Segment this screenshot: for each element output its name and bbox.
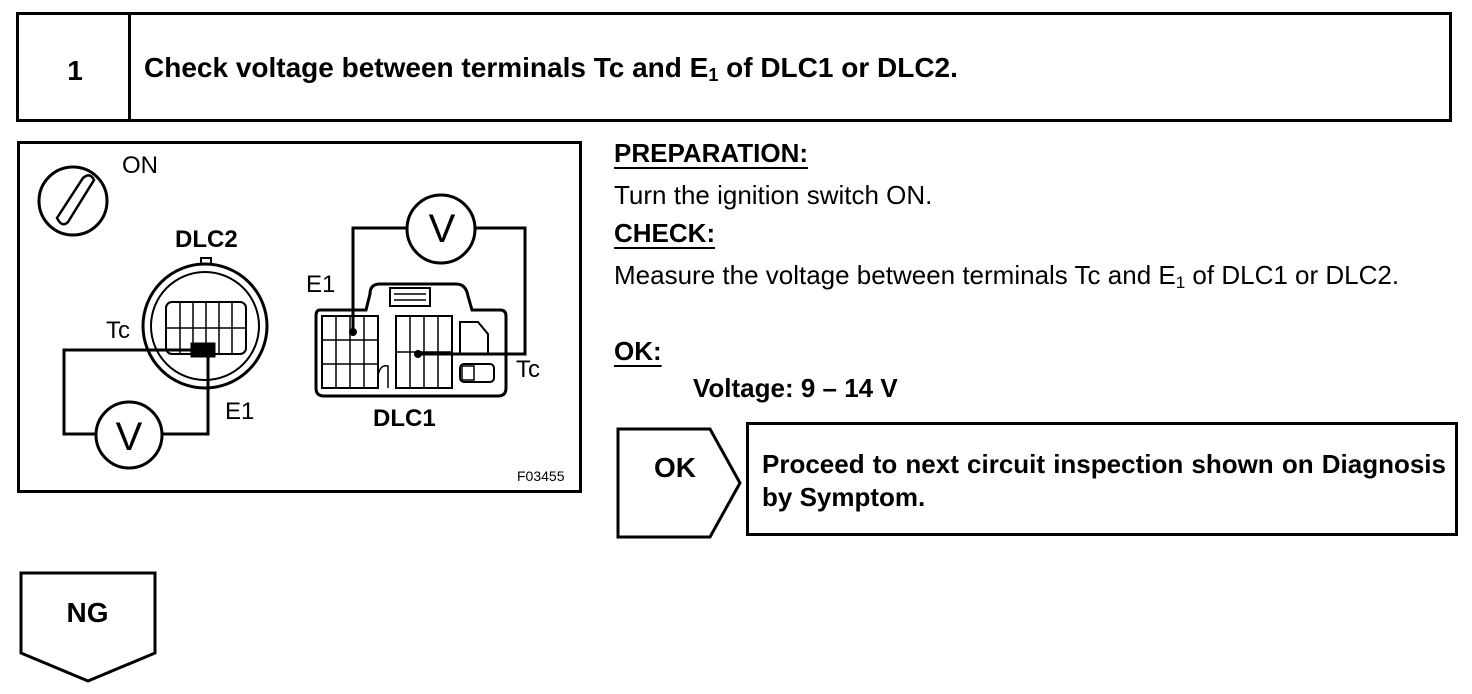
ignition-switch-icon [37,165,109,237]
figure-id: F03455 [517,468,565,484]
step-title-text: Check voltage between terminals Tc and E [144,52,709,83]
dlc1-e1-wire [351,226,406,332]
ng-result-label: NG [66,597,109,628]
check-text-subscript: 1 [1175,273,1186,292]
dlc2-voltmeter-icon [94,400,164,470]
check-heading: CHECK: [614,218,716,248]
check-text: Measure the voltage between terminals Tc… [614,256,1456,302]
preparation-heading: PREPARATION: [614,138,809,168]
step-header-box [16,12,1452,122]
dlc1-latch [389,287,431,307]
check-text-end: of DLC1 or DLC2. [1185,260,1400,290]
dlc1-tc-wire [418,226,527,356]
check-text-start: Measure the voltage between terminals Tc… [614,260,1176,290]
dlc1-housing [314,282,508,398]
voltage-spec: Voltage: 9 – 14 V [693,373,898,403]
dlc2-voltmeter-symbol: V [115,415,143,459]
ok-arrow-icon [616,427,742,539]
dlc1-voltmeter-symbol: V [428,207,456,251]
dlc2-inner-ring [150,271,260,381]
diagram-drawing [37,165,527,470]
dlc2-tc-label: Tc [106,317,130,344]
dlc1-e1-label: E1 [306,271,336,298]
dlc2-e1-wire [162,350,210,436]
step-title-subscript: 1 [708,65,719,85]
ng-arrow-icon [19,571,157,683]
connector-diagram: ON DLC2 Tc E1 V E1 V Tc DLC1 F03455 [17,141,582,493]
dlc2-e1-label: E1 [225,398,255,425]
ok-result-box [746,422,1458,536]
dlc1-label: DLC1 [373,405,436,432]
ok-result-text: Proceed to next circuit inspection shown… [762,449,1446,512]
dlc2-outer-ring [141,262,269,390]
dlc1-tc-label: Tc [516,356,540,383]
ok-heading: OK: [614,336,662,366]
dlc1-voltmeter-icon [405,193,477,265]
dlc2-tc-wire [62,348,196,436]
preparation-text: Turn the ignition switch ON. [614,180,933,210]
dlc2-label: DLC2 [175,226,238,253]
step-number: 1 [67,55,83,86]
ignition-on-label: ON [122,152,158,179]
step-header-divider [128,12,131,122]
step-title: Check voltage between terminals Tc and E… [144,52,958,86]
step-title-text-end: of DLC1 or DLC2. [718,52,958,83]
ignition-key-icon [55,174,96,226]
ok-result-label: OK [654,452,696,483]
